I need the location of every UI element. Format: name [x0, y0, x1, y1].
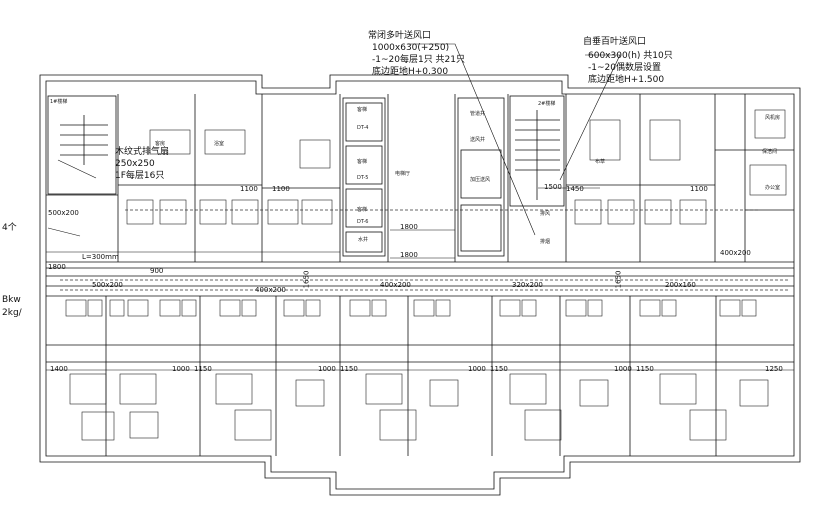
- room-pipe-well: 管道井: [470, 111, 486, 117]
- self-vent-size: 600x300(h) 共10只: [588, 51, 673, 61]
- outer-wall-inner: [45, 80, 795, 490]
- room-bath: 浴室: [214, 141, 225, 147]
- room-clean: 保洁间: [762, 149, 778, 155]
- dim-1100-a: 1100: [240, 185, 258, 193]
- outer-wall: [39, 74, 801, 496]
- dim-1800-b: 1800: [400, 251, 418, 259]
- dim-400x200-b: 400x200: [380, 281, 411, 289]
- dim-1000-c: 1000: [468, 365, 486, 373]
- dim-1150-a: 1150: [194, 365, 212, 373]
- self-vent-floors: -1~20偶数层设置: [588, 63, 661, 73]
- dim-1100-b: 1100: [272, 185, 290, 193]
- dim-1650-b: 1650: [614, 270, 623, 289]
- dim-1450: 1450: [566, 185, 584, 193]
- dim-500x200-v: 500x200: [48, 209, 79, 217]
- dim-l300: L=300mm: [82, 253, 119, 261]
- dim-1400: 1400: [50, 365, 68, 373]
- room-shaft-b: 排烟: [540, 239, 551, 245]
- room-elevator-3: 客梯: [357, 207, 368, 213]
- room-elevator-lobby: 电梯厅: [395, 171, 411, 177]
- room-water-well: 水井: [358, 237, 369, 243]
- edge-text-a: 4个: [2, 223, 17, 233]
- dim-1500: 1500: [544, 183, 562, 191]
- self-vent-bottom: 底边距地H+1.500: [588, 75, 665, 85]
- main-vent-floors: -1~20每层1只 共21只: [372, 55, 466, 65]
- dim-1000-d: 1000: [614, 365, 632, 373]
- dim-320x200: 320x200: [512, 281, 543, 289]
- dim-400x200-v: 400x200: [720, 249, 751, 257]
- main-vent-name: 常闭多叶送风口: [368, 31, 432, 41]
- room-shaft-a: 排风: [540, 211, 551, 217]
- main-vent-size: 1000x630(+250): [372, 43, 450, 53]
- dim-1150-c: 1150: [490, 365, 508, 373]
- left-vent-size: 250x250: [115, 159, 155, 169]
- room-elevator-1: 客梯: [357, 107, 368, 113]
- self-vent-name: 自垂百叶送风口: [583, 37, 647, 47]
- room-elevator-2: 客梯: [357, 159, 368, 165]
- dim-200x160: 200x160: [665, 281, 696, 289]
- dim-1150-b: 1150: [340, 365, 358, 373]
- dim-400x200-a: 400x200: [255, 286, 286, 294]
- room-elevator-2-tag: DT-5: [357, 175, 369, 181]
- dim-500x200: 500x200: [92, 281, 123, 289]
- dim-1250: 1250: [765, 365, 783, 373]
- edge-text-c: 2kg/: [2, 308, 22, 318]
- dim-1100-c: 1100: [690, 185, 708, 193]
- dim-1000-b: 1000: [318, 365, 336, 373]
- room-stair-2: 2#楼梯: [538, 101, 556, 107]
- dim-1150-d: 1150: [636, 365, 654, 373]
- room-linen: 布草: [595, 159, 606, 165]
- left-vent-count: 1F每层16只: [115, 171, 165, 181]
- dim-1650-a: 1650: [302, 270, 311, 289]
- dim-900: 900: [150, 267, 164, 275]
- dim-1800-a: 1800: [400, 223, 418, 231]
- main-vent-bottom: 底边距地H+0.300: [372, 67, 449, 77]
- room-elevator-1-tag: DT-4: [357, 125, 369, 131]
- room-fire-duct: 送风井: [470, 137, 486, 143]
- room-fan: 风机房: [765, 115, 781, 121]
- dim-1000-a: 1000: [172, 365, 190, 373]
- room-office: 办公室: [765, 185, 781, 191]
- room-stair-1: 1#楼梯: [50, 99, 68, 105]
- room-fresh-air: 加压送风: [470, 177, 491, 183]
- left-vent-name: 木纹式排气扇: [115, 147, 170, 157]
- room-guest: 客房: [155, 141, 166, 147]
- edge-text-b: Bkw: [2, 295, 21, 305]
- dim-1800-c: 1800: [48, 263, 66, 271]
- room-elevator-3-tag: DT-6: [357, 219, 369, 225]
